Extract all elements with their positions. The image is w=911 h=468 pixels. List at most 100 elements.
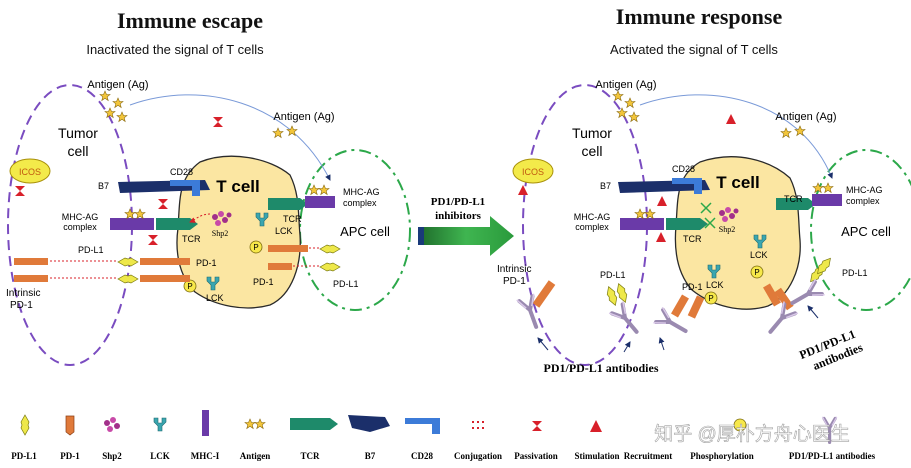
antigen-cluster-2 [272, 125, 298, 138]
apc-label-r: APC cell [841, 224, 891, 239]
b7-label: B7 [98, 181, 109, 191]
legend-label-phosphorylation: Phosphorylation [690, 451, 754, 461]
legend-label-pd-1: PD-1 [60, 451, 80, 461]
antigen-arrow [129, 94, 331, 181]
right-title: Immune response [616, 4, 783, 29]
svg-text:ICOS: ICOS [522, 167, 544, 177]
pd1-bar-r [687, 295, 705, 319]
pd1-label-a: PD-1 [196, 258, 217, 268]
mhc-ag-right-label: MHC-AG [343, 187, 380, 197]
t-cell-label-r: T cell [716, 173, 759, 192]
icos-cloud-r: ICOS [512, 158, 554, 184]
legend-label-pd-l1: PD-L1 [11, 451, 37, 461]
pdl1-icon [319, 262, 341, 272]
passivation-icon [15, 186, 25, 196]
intrinsic-label: Intrinsic [6, 288, 40, 299]
watermark: 知乎 @厚朴方舟心医生 [654, 423, 850, 445]
legend-label-conjugation: Conjugation [454, 451, 502, 461]
pdl1-bar [14, 275, 48, 282]
legend-b7-icon [348, 415, 390, 432]
mhc-ag-right-label-r-2: complex [846, 196, 880, 206]
passivation-icon [148, 235, 158, 245]
legend-pdl1-icon [20, 414, 30, 436]
legend-label-tcr: TCR [300, 451, 320, 461]
apc-label: APC cell [340, 224, 390, 239]
legend-pd1-icon [65, 415, 75, 436]
intrinsic-label-2: PD-1 [10, 300, 33, 311]
antigen-label-1: Antigen (Ag) [87, 79, 148, 91]
pdl1-left-label-r: PD-L1 [600, 270, 626, 280]
legend-stimulation-icon [590, 420, 602, 432]
cd28-label: CD28 [170, 167, 193, 177]
pdl1-top-label: PD-L1 [78, 245, 104, 255]
mhc-ag-left-label-2: complex [63, 222, 97, 232]
legend-label-pd1-pd-l1-antibodies: PD1/PD-L1 antibodies [789, 451, 876, 461]
mhc-right-r [812, 194, 842, 206]
tcr-right [268, 198, 308, 210]
pd1-intrinsic [532, 280, 556, 308]
phospho-label-r: P [754, 268, 759, 277]
stimulation-icon [657, 196, 667, 206]
antigen-on-mhc-right-r [812, 182, 834, 193]
phospho-label-2: P [187, 282, 192, 291]
pd1-bar [140, 275, 190, 282]
legend-tcr-icon [290, 418, 338, 430]
antibody-icon [785, 277, 827, 313]
shp2-icon [212, 211, 232, 226]
mhc-ag-left-label-r: MHC-AG [574, 212, 611, 222]
stimulation-icon [518, 185, 528, 195]
svg-text:ICOS: ICOS [19, 167, 41, 177]
antigen-label-r1: Antigen (Ag) [595, 79, 656, 91]
right-subtitle: Activated the signal of T cells [610, 42, 778, 57]
antibodies-label-bottom: PD1/PD-L1 antibodies [543, 361, 658, 375]
b7-label-r: B7 [600, 181, 611, 191]
pointer-arrows [537, 305, 819, 353]
pdl1-icon [117, 257, 139, 267]
lck-label-r2: LCK [706, 280, 724, 290]
legend-label-mhc-i: MHC-I [191, 451, 220, 461]
mhc-ag-left-label: MHC-AG [62, 212, 99, 222]
pd1-bar [140, 258, 190, 265]
antigen-label-r2: Antigen (Ag) [775, 111, 836, 123]
tcr-inner-label-r: TCR [683, 234, 702, 244]
pdl1-icon [117, 274, 139, 284]
stimulation-icon [656, 232, 666, 242]
pdl1-bar [14, 258, 48, 265]
legend-shp2-icon [104, 417, 120, 432]
tumor-label: Tumor [58, 125, 98, 141]
shp2-label: Shp2 [212, 229, 228, 238]
shp2-label-r: Shp2 [719, 225, 735, 234]
pd1-bar [268, 263, 292, 270]
tcr-right-r [776, 198, 816, 210]
pd1-bar-r [671, 294, 689, 318]
legend-passivation-icon [532, 421, 542, 431]
legend-label-lck: LCK [150, 451, 170, 461]
passivation-icon [158, 199, 168, 209]
pd1-bar-r [763, 283, 781, 307]
right-panel: Immune response Activated the signal of … [497, 4, 911, 375]
stimulation-icon [726, 114, 736, 124]
left-panel: Immune escape Inactivated the signal of … [6, 8, 411, 366]
antigen-on-mhc-left-r [634, 208, 656, 219]
lck-label-1: LCK [275, 226, 293, 236]
apc-cell-membrane [299, 149, 411, 311]
pd1-label-r: PD-1 [682, 282, 703, 292]
pdl1-icon [614, 281, 630, 305]
cd28-receptor-r [672, 178, 702, 194]
tumor-label-r: Tumor [572, 125, 612, 141]
pdl1-right-label-r: PD-L1 [842, 268, 868, 278]
legend-mhc-icon [202, 410, 209, 436]
legend-conjugation-icon [472, 421, 484, 429]
icos-cloud: ICOS [9, 158, 51, 184]
legend-label-cd28: CD28 [411, 451, 433, 461]
antibody-icon [607, 299, 646, 340]
mhc-ag-right-label-2: complex [343, 198, 377, 208]
antibody-icon [651, 305, 693, 341]
tcr-inner-label: TCR [182, 234, 201, 244]
legend-label-b7: B7 [365, 451, 376, 461]
left-title: Immune escape [117, 8, 263, 33]
intrinsic-label-r: Intrinsic [497, 264, 531, 275]
antibodies-label-side: PD1/PD-L1 antibodies [797, 327, 865, 373]
tcr-left-r [666, 218, 708, 230]
